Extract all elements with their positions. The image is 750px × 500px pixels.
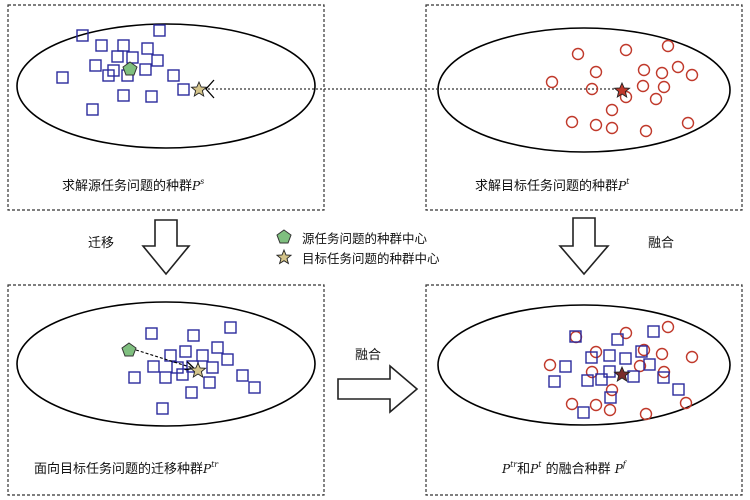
source-population-ellipse bbox=[16, 23, 316, 149]
panel-transfer-frame bbox=[7, 284, 325, 496]
panel-merged-frame bbox=[425, 284, 743, 496]
target-population-ellipse bbox=[437, 27, 731, 153]
source-caption: 求解源任务问题的种群Ps bbox=[62, 177, 205, 194]
legend-pentagon-icon bbox=[276, 229, 292, 244]
panel-target-frame bbox=[425, 4, 743, 211]
migrate-down-arrow bbox=[141, 219, 191, 276]
transfer-caption: 面向目标任务问题的迁移种群Ptr bbox=[34, 460, 219, 477]
source-individuals bbox=[56, 24, 190, 116]
legend-star-icon bbox=[275, 248, 293, 265]
transfer-source-pentagon bbox=[121, 342, 137, 357]
source-star-arrowhead bbox=[205, 79, 215, 99]
merged-center-star bbox=[613, 365, 631, 382]
migrate-label: 迁移 bbox=[88, 236, 115, 251]
transfer-individuals bbox=[128, 321, 261, 415]
transfer-population-ellipse bbox=[16, 301, 316, 427]
target-individuals bbox=[545, 39, 699, 138]
merged-transfer-individuals bbox=[548, 325, 685, 419]
source-center-pentagon bbox=[122, 61, 138, 76]
legend-source-center: 源任务问题的种群中心 bbox=[302, 228, 427, 247]
panel-source-frame bbox=[7, 4, 325, 211]
target-caption: 求解目标任务问题的种群Pt bbox=[475, 177, 630, 194]
merge-down-arrow bbox=[558, 217, 610, 276]
legend-source-center-text: 源任务问题的种群中心 bbox=[302, 231, 428, 246]
merged-population-ellipse bbox=[437, 304, 731, 426]
merge-right-arrow bbox=[337, 364, 419, 414]
transfer-center-star bbox=[189, 361, 207, 378]
source-target-star bbox=[190, 80, 208, 97]
merge-label-bottom: 融合 bbox=[355, 348, 382, 363]
merge-label-right: 融合 bbox=[648, 236, 675, 251]
target-center-star bbox=[613, 81, 631, 98]
legend-target-center-text: 目标任务问题的种群中心 bbox=[302, 251, 440, 266]
merged-caption: Ptr和Pt 的融合种群 Pf bbox=[502, 460, 626, 477]
legend-target-center: 目标任务问题的种群中心 bbox=[302, 248, 440, 267]
